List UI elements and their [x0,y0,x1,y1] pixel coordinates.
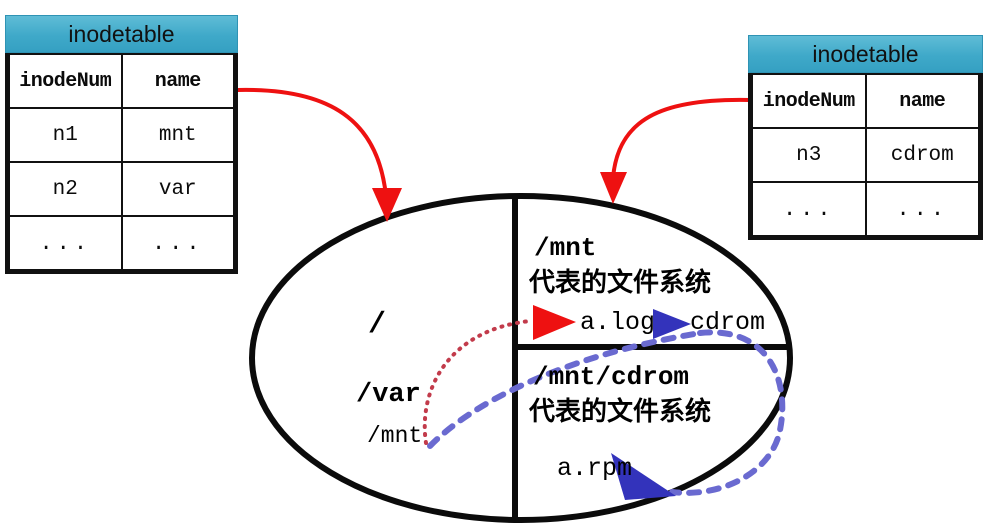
cell-name: var [120,161,235,217]
cell-name: cdrom [864,127,980,183]
cdrom-loop-dashed-path [669,329,786,496]
table-row: n1 mnt [8,107,235,163]
cell-inodenum: n3 [751,127,867,183]
mnt-to-cdrom-dashed-path [427,330,703,449]
mnt-to-mntfs-arrow-head [533,305,576,340]
right-inode-table-title: inodetable [748,35,983,73]
right-inode-table: inodetable inodeNum name n3 cdrom ... ..… [748,35,983,240]
table-row: n2 var [8,161,235,217]
cell-name-ellipsis: ... [864,181,980,237]
column-header-name: name [864,73,980,129]
table-header-row: inodeNum name [8,53,235,109]
cell-inodenum: n1 [8,107,123,163]
cell-name: mnt [120,107,235,163]
left-table-arrow [236,87,388,198]
column-header-inodenum: inodeNum [751,73,867,129]
mnt-cdrom-dir-label: cdrom [690,308,766,337]
mnt-filesystem-path-label: /mnt [534,233,597,263]
cdrom-filesystem-caption: 代表的文件系统 [529,397,712,427]
cell-inodenum: n2 [8,161,123,217]
var-directory-label: /var [356,380,421,410]
column-header-name: name [120,53,235,109]
cell-inodenum-ellipsis: ... [8,215,123,271]
cdrom-to-arpm-arrow-head [611,453,676,500]
column-header-inodenum: inodeNum [8,53,123,109]
cdrom-pointer-triangle [653,309,691,339]
cell-name-ellipsis: ... [120,215,235,271]
cdrom-filesystem-path-label: /mnt/cdrom [533,362,690,392]
table-row: ... ... [751,181,980,237]
table-row: n3 cdrom [751,127,980,183]
right-table-arrow-head [600,172,627,204]
table-row: ... ... [8,215,235,271]
left-inode-table-title: inodetable [5,15,238,53]
table-header-row: inodeNum name [751,73,980,129]
root-directory-label: / [368,308,387,342]
left-inode-table: inodetable inodeNum name n1 mnt n2 var .… [5,15,238,274]
mnt-file-alog-label: a.log [580,308,656,337]
cdrom-file-arpm-label: a.rpm [557,454,633,483]
mnt-to-mntfs-dotted-path [422,319,532,445]
left-table-arrow-head [372,188,402,222]
mnt-filesystem-caption: 代表的文件系统 [529,268,712,298]
mnt-directory-label: /mnt [367,423,423,449]
cell-inodenum-ellipsis: ... [751,181,867,237]
left-inode-table-grid: inodeNum name n1 mnt n2 var ... ... [8,53,235,271]
right-inode-table-grid: inodeNum name n3 cdrom ... ... [751,73,980,237]
right-table-arrow [611,97,752,180]
filesystem-ellipse [249,193,793,523]
